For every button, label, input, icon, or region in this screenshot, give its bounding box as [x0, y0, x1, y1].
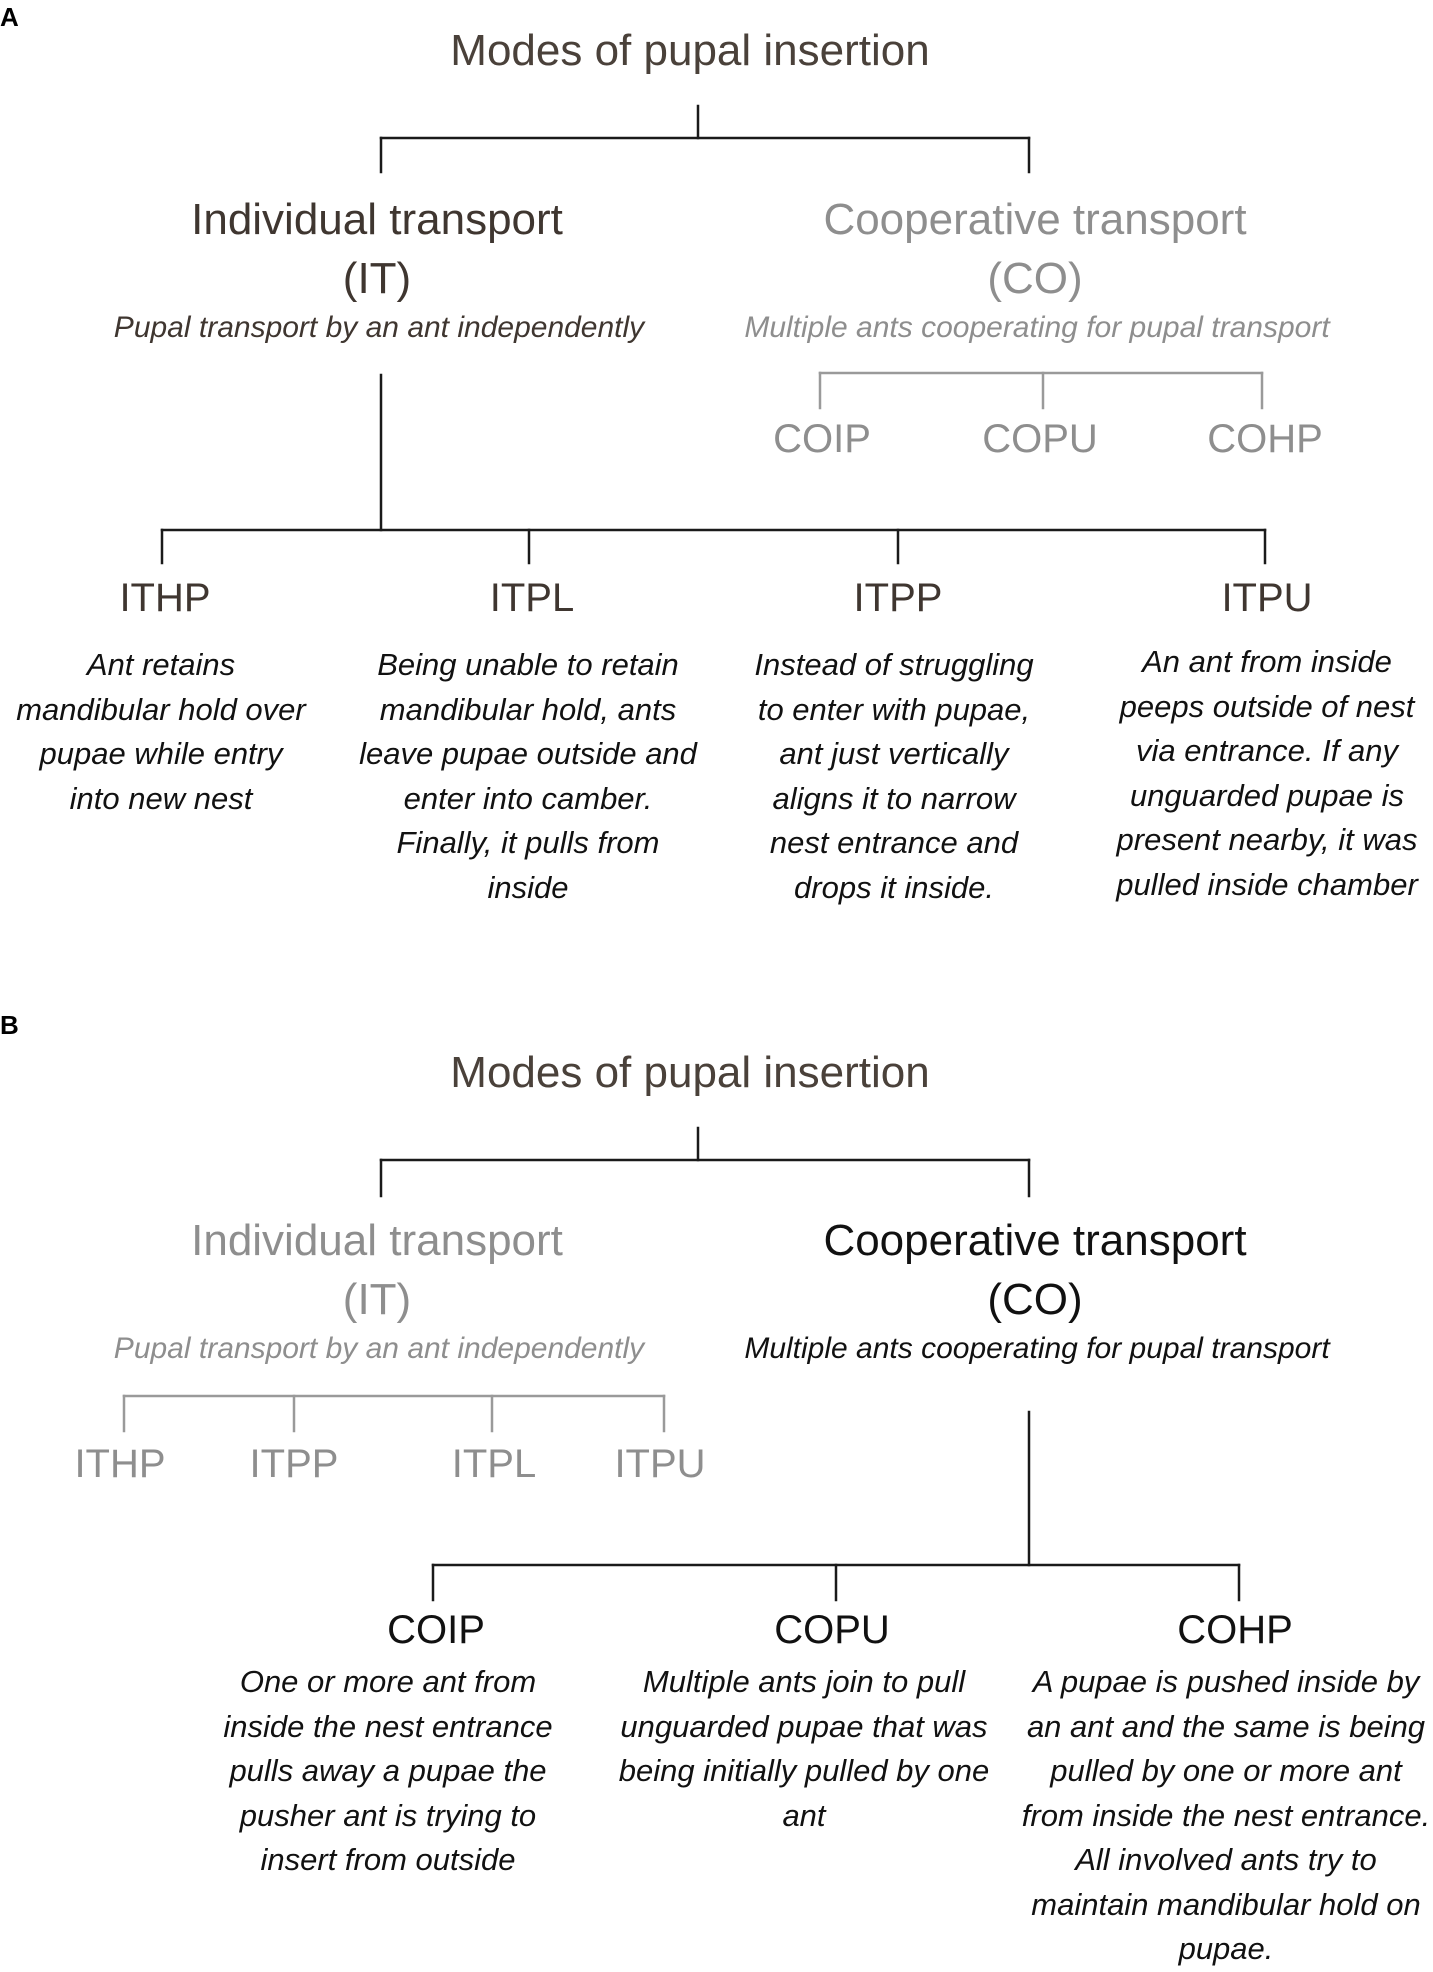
panel-b-co-child-coip-code: COIP: [387, 1608, 485, 1652]
panel-b-it-child-itpu: ITPU: [614, 1442, 706, 1486]
panel-a-individual-title: Individual transport: [191, 195, 563, 244]
panel-a-it-child-itpl-desc: Being unable to retain mandibular hold, …: [359, 647, 697, 905]
panel-a-individual-abbr: (IT): [342, 254, 412, 303]
panel-a-it-child-itpp-code: ITPP: [853, 576, 943, 620]
panel-a-label: A: [0, 2, 19, 32]
panel-b-cooperative-subtitle: Multiple ants cooperating for pupal tran…: [744, 1332, 1330, 1365]
panel-b-individual-subtitle: Pupal transport by an ant independently: [113, 1332, 645, 1365]
panel-a-individual-node: Individual transport (IT): [191, 190, 563, 308]
connector-lines: [122, 104, 1267, 1602]
panel-b-co-child-copu-code: COPU: [774, 1608, 890, 1652]
panel-a-it-child-itpu-desc: An ant from inside peeps outside of nest…: [1116, 644, 1418, 902]
panel-a-co-child-coip: COIP: [773, 417, 871, 461]
panel-a-cooperative-title: Cooperative transport: [823, 195, 1247, 244]
panel-b-cooperative-abbr: (CO): [987, 1275, 1083, 1324]
panel-b-co-child-copu-desc: Multiple ants join to pull unguarded pup…: [618, 1664, 990, 1833]
panel-a-cooperative-node: Cooperative transport (CO): [823, 190, 1246, 308]
panel-b-individual-title: Individual transport: [191, 1216, 563, 1265]
panel-a-it-child-itpu-code: ITPU: [1221, 576, 1313, 620]
panel-b-co-child-cohp-desc: A pupae is pushed inside by an ant and t…: [1021, 1664, 1431, 1966]
panel-b-individual-abbr: (IT): [342, 1275, 412, 1324]
panel-a-title: Modes of pupal insertion: [450, 26, 930, 75]
panel-a-cooperative-subtitle: Multiple ants cooperating for pupal tran…: [744, 311, 1330, 344]
panel-b-title: Modes of pupal insertion: [450, 1048, 930, 1097]
panel-b-cooperative-title: Cooperative transport: [823, 1216, 1247, 1265]
panel-b-it-child-itpp: ITPP: [249, 1442, 339, 1486]
panel-a-it-child-ithp-desc: Ant retains mandibular hold over pupae w…: [16, 647, 306, 816]
panel-b-label: B: [0, 1010, 19, 1040]
panel-a-cooperative-abbr: (CO): [987, 254, 1083, 303]
panel-a-it-child-itpp-desc: Instead of struggling to enter with pupa…: [754, 647, 1034, 905]
panel-b-it-child-itpl: ITPL: [451, 1442, 537, 1486]
panel-a-individual-subtitle: Pupal transport by an ant independently: [113, 311, 645, 344]
panel-a-co-child-cohp: COHP: [1207, 417, 1323, 461]
panel-b-co-child-cohp-code: COHP: [1177, 1608, 1293, 1652]
panel-a-co-child-copu: COPU: [982, 417, 1098, 461]
panel-a-it-child-ithp-code: ITHP: [119, 576, 211, 620]
panel-a-it-child-itpl-code: ITPL: [489, 576, 575, 620]
panel-b-cooperative-node: Cooperative transport (CO): [823, 1211, 1246, 1329]
panel-b-individual-node: Individual transport (IT): [191, 1211, 563, 1329]
panel-b-co-child-coip-desc: One or more ant from inside the nest ent…: [223, 1664, 553, 1877]
panel-b-it-child-ithp: ITHP: [74, 1442, 166, 1486]
